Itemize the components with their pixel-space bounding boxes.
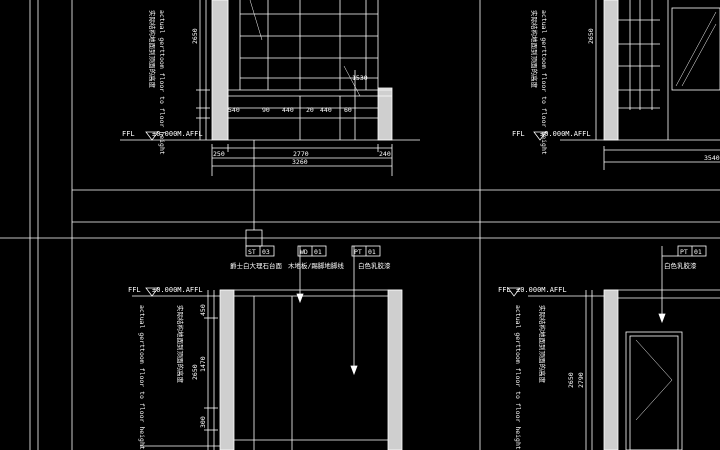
vertical-note-cn: 实际结构地面到顶面的高度 xyxy=(530,10,539,89)
tag-text: 木地板/踢脚地脚线 xyxy=(288,261,344,270)
dim-left: 2650 xyxy=(567,372,575,388)
tag-code: PT xyxy=(680,248,688,256)
tag-code: WD xyxy=(300,248,308,256)
height-dim: 2650 xyxy=(587,28,595,44)
small-dim: 20 xyxy=(306,106,314,114)
tag-num: 01 xyxy=(368,248,376,256)
small-dim: 90 xyxy=(262,106,270,114)
tag-code: PT xyxy=(354,248,362,256)
tag-text: 白色乳胶漆 xyxy=(664,261,697,270)
dim-left-offset: 250 xyxy=(213,150,225,158)
ffl-value: ±0.000M.AFFL xyxy=(540,130,591,138)
bottom-right-elevation xyxy=(507,245,720,450)
bottom-left-elevation xyxy=(132,245,403,450)
dim-total: 3260 xyxy=(292,158,308,166)
small-dim: 1530 xyxy=(352,74,368,82)
small-dim: 440 xyxy=(282,106,294,114)
top-right-elevation xyxy=(533,0,720,170)
dim-right-offset: 240 xyxy=(379,150,391,158)
tag-num: 01 xyxy=(314,248,322,256)
ffl-value: ±0.000M.AFFL xyxy=(152,286,203,294)
dim-left: 450 xyxy=(199,304,207,316)
vertical-note-cn: 实际结构地面到顶面的高度 xyxy=(176,305,185,384)
height-dim: 2650 xyxy=(191,28,199,44)
dim-total: 3540 xyxy=(704,154,720,162)
ffl-label: FFL xyxy=(512,130,525,138)
ffl-label: FFL xyxy=(498,286,511,294)
vertical-note-en: actual gerttoom floor to floor height xyxy=(540,10,548,155)
ffl-label: FFL xyxy=(128,286,141,294)
small-dim: 540 xyxy=(228,106,240,114)
dim-left: 1470 xyxy=(199,356,207,372)
top-left-elevation xyxy=(120,0,420,176)
dim-left: 2650 xyxy=(191,364,199,380)
small-dim: 440 xyxy=(320,106,332,114)
dim-left: 300 xyxy=(199,416,207,428)
ffl-value: ±0.000M.AFFL xyxy=(152,130,203,138)
tag-num: 01 xyxy=(694,248,702,256)
tag-num: 03 xyxy=(262,248,270,256)
ffl-label: FFL xyxy=(122,130,135,138)
vertical-note-en: actual gerttoom floor to floor height xyxy=(158,10,166,155)
vertical-note-en: actual gerttoom floor to floor height xyxy=(514,305,522,450)
vertical-note-cn: 实际结构地面到顶面的高度 xyxy=(148,10,157,89)
dim-left: 2790 xyxy=(577,372,585,388)
vertical-note-en: actual gerttoom floor to floor height xyxy=(138,305,146,450)
small-dim: 60 xyxy=(344,106,352,114)
tag-text: 白色乳胶漆 xyxy=(358,261,391,270)
tag-code: ST xyxy=(248,248,256,256)
ffl-value: ±0.000M.AFFL xyxy=(516,286,567,294)
tag-text: 爵士白大理石台面 xyxy=(230,261,283,270)
vertical-note-cn: 实际结构地面到顶面的高度 xyxy=(538,305,547,384)
dim-mid: 2770 xyxy=(293,150,309,158)
